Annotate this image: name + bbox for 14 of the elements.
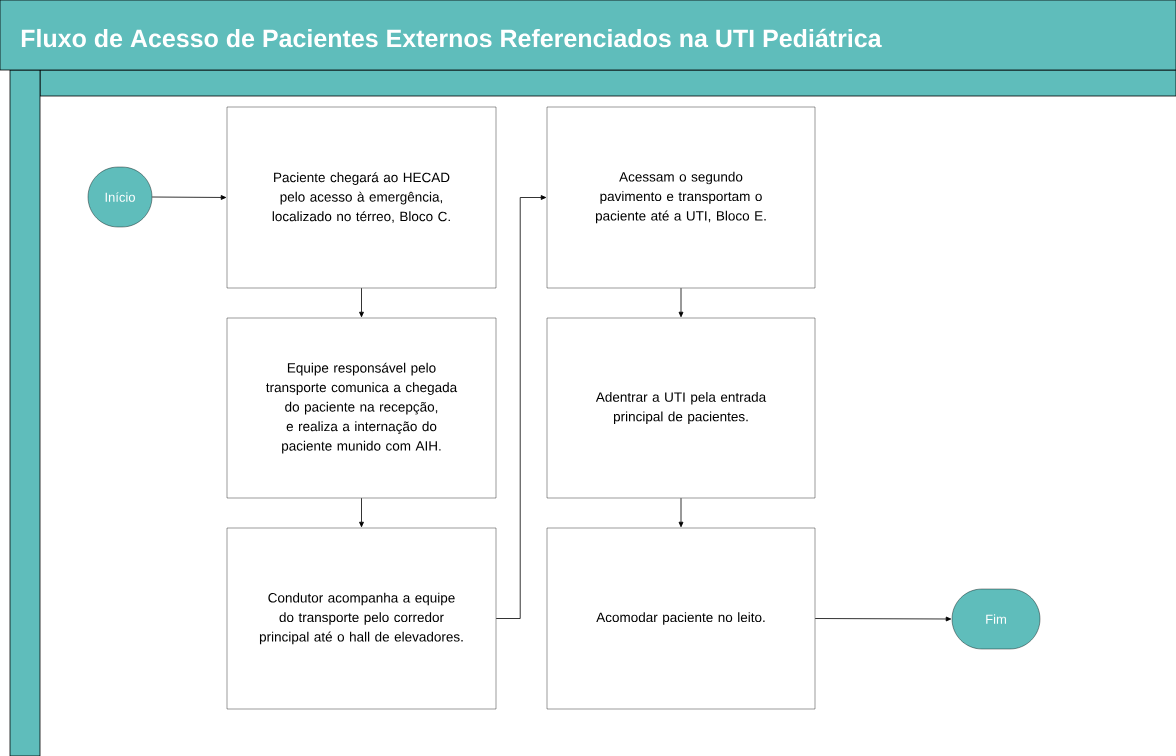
arrow [678, 497, 684, 528]
arrow [678, 287, 684, 318]
arrow [359, 497, 364, 528]
process-box: Paciente chegará ao HECAD pelo acesso à emergência, localizado no térreo, Bloco C. [226, 106, 497, 289]
process-box: Acessam o segundo pavimento e transportam o paciente até a UTI, Bloco E. [546, 106, 816, 289]
process-box: Acomodar paciente no leito. [546, 527, 816, 710]
arrow [495, 195, 547, 619]
process-box: Adentrar a UTI pela entrada principal de pacientes. [546, 317, 816, 499]
arrow [151, 195, 227, 200]
arrow [814, 616, 952, 622]
terminal-oval: Início [87, 166, 153, 228]
process-box: Condutor acompanha a equipe do transporte pelo corredor principal até o hall de elevadores. [226, 527, 497, 710]
process-box: Equipe responsável pelo transporte comunica a chegada do paciente na recepção, e realiza a internação do paciente munido com AIH. [226, 317, 497, 499]
arrow [359, 287, 364, 318]
